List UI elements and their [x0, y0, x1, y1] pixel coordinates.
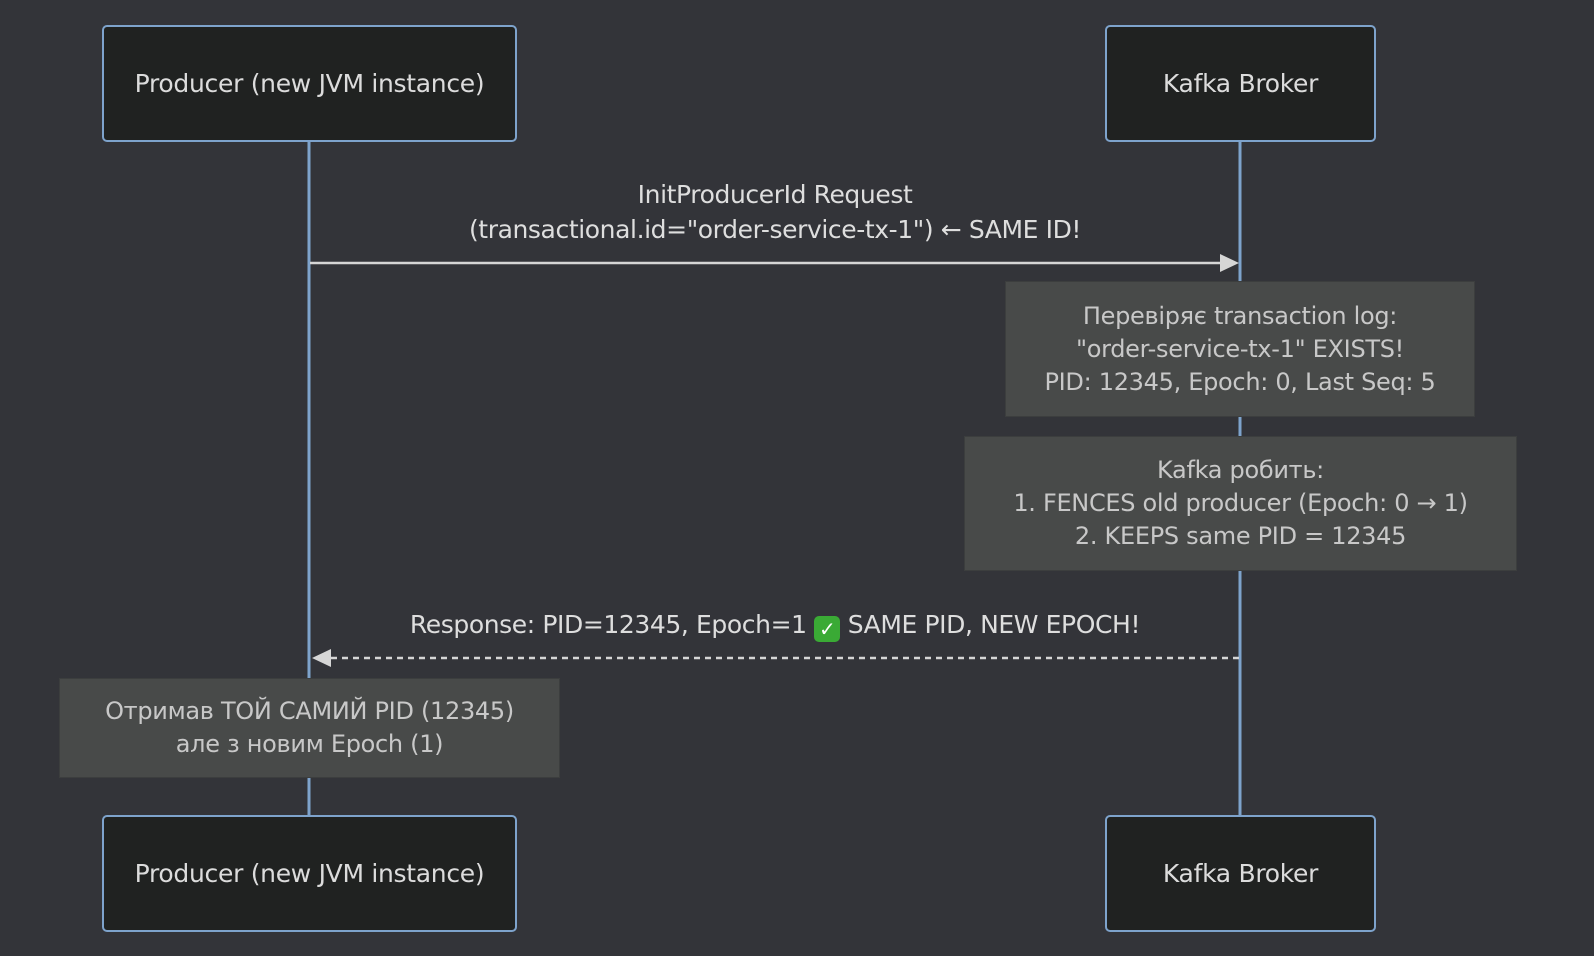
note-line: Перевіряє transaction log:	[1082, 301, 1398, 330]
actor-producer-top: Producer (new JVM instance)	[102, 25, 517, 142]
request-message-label: InitProducerId Request (transactional.id…	[310, 177, 1240, 247]
actor-label: Producer (new JVM instance)	[134, 859, 485, 888]
request-arrowhead	[1220, 254, 1239, 272]
actor-label: Producer (new JVM instance)	[134, 69, 485, 98]
note-transaction-log-check: Перевіряє transaction log: "order-servic…	[1005, 281, 1475, 417]
response-text-before: Response: PID=12345, Epoch=1	[409, 610, 807, 639]
note-line: але з новим Epoch (1)	[175, 730, 444, 758]
response-text-after: SAME PID, NEW EPOCH!	[847, 610, 1141, 639]
note-line: 1. FENCES old producer (Epoch: 0 → 1)	[1013, 489, 1468, 517]
note-line: 2. KEEPS same PID = 12345	[1074, 522, 1407, 550]
note-line: Отримав ТОЙ САМИЙ PID (12345)	[105, 697, 514, 725]
actor-broker-top: Kafka Broker	[1105, 25, 1376, 142]
note-kafka-actions: Kafka робить: 1. FENCES old producer (Ep…	[964, 436, 1517, 571]
message-line: (transactional.id="order-service-tx-1") …	[468, 215, 1082, 244]
note-line: "order-service-tx-1" EXISTS!	[1075, 334, 1405, 363]
actor-label: Kafka Broker	[1162, 859, 1319, 888]
note-line: Kafka робить:	[1157, 456, 1324, 484]
message-line: InitProducerId Request	[637, 180, 913, 209]
note-line: PID: 12345, Epoch: 0, Last Seq: 5	[1044, 367, 1436, 396]
actor-producer-bottom: Producer (new JVM instance)	[102, 815, 517, 932]
check-mark-icon: ✓	[814, 616, 841, 642]
response-message-label: Response: PID=12345, Epoch=1 ✓ SAME PID,…	[310, 607, 1240, 642]
response-arrowhead	[312, 649, 331, 667]
actor-broker-bottom: Kafka Broker	[1105, 815, 1376, 932]
note-same-pid-new-epoch: Отримав ТОЙ САМИЙ PID (12345) але з нови…	[59, 678, 560, 778]
actor-label: Kafka Broker	[1162, 69, 1319, 98]
